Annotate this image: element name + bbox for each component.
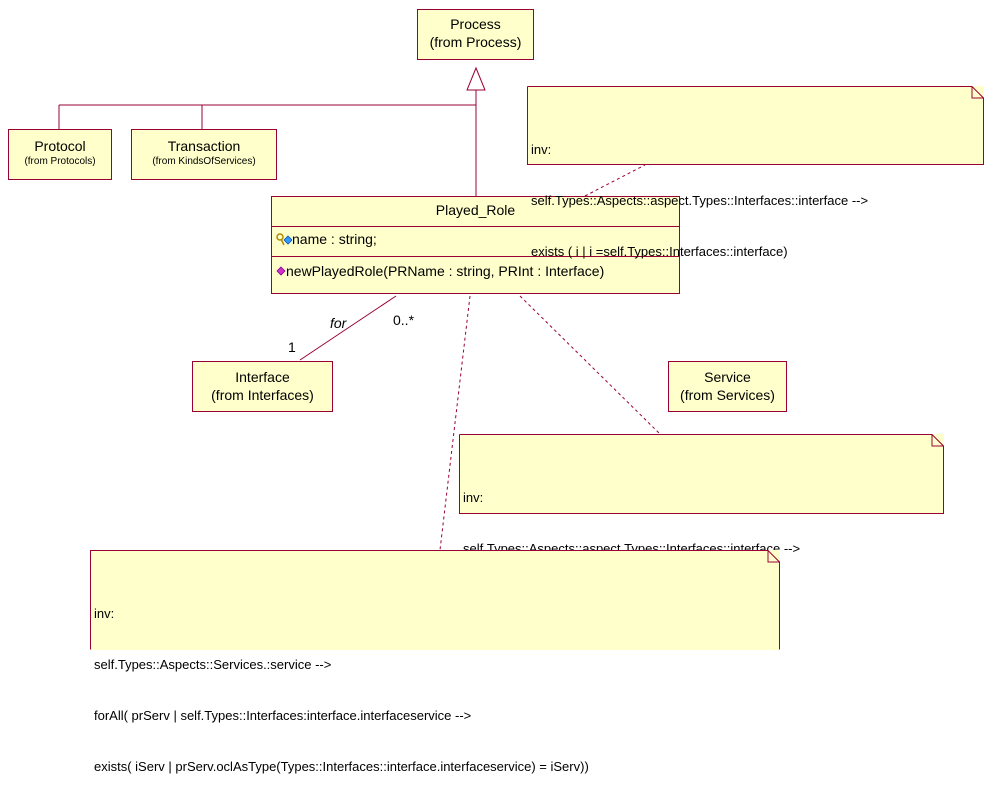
operation-compartment: newPlayedRole(PRName : string, PRInt : I…	[272, 256, 679, 281]
class-name: Played_Role	[435, 202, 516, 218]
class-package: (from Process)	[429, 33, 522, 50]
attribute-compartment: name : string;	[272, 226, 679, 249]
class-protocol[interactable]: Protocol (from Protocols)	[8, 129, 112, 180]
class-service[interactable]: Service (from Services)	[668, 361, 787, 412]
ocl-note-top[interactable]: inv: self.Types::Aspects::aspect.Types::…	[527, 86, 984, 259]
association-role-label: for	[330, 315, 347, 331]
operation-text: newPlayedRole(PRName : string, PRInt : I…	[286, 263, 605, 279]
association-line	[299, 295, 397, 361]
note-line: exists( iServ | prServ.oclAsType(Types::…	[94, 759, 589, 774]
class-name: Protocol	[34, 138, 86, 154]
class-name: Transaction	[167, 138, 241, 154]
ocl-note-middle[interactable]: inv: self.Types::Aspects::aspect.Types::…	[459, 434, 944, 607]
class-played-role[interactable]: Played_Role name : string; newPlayedRole…	[271, 196, 680, 294]
note-line: forAll( prServ | self.Types::Interfaces:…	[94, 708, 472, 723]
operation-row: newPlayedRole(PRName : string, PRInt : I…	[272, 257, 679, 281]
multiplicity-one: 1	[288, 339, 296, 355]
note-border	[527, 86, 984, 165]
note-border	[459, 434, 944, 514]
attribute-row: name : string;	[272, 227, 679, 249]
diagram-connectors	[58, 66, 661, 551]
class-transaction[interactable]: Transaction (from KindsOfServices)	[131, 129, 277, 180]
note-line: inv:	[94, 606, 115, 621]
class-name: Service	[704, 369, 751, 385]
attribute-text: name : string;	[292, 231, 377, 247]
class-package: (from KindsOfServices)	[152, 155, 256, 167]
ocl-note-bottom[interactable]: inv: self.Types::Aspects::Services.:serv…	[90, 550, 780, 774]
generalization-arrowhead	[466, 66, 486, 91]
class-package: (from Interfaces)	[211, 386, 314, 403]
key-attribute-icon	[276, 233, 292, 246]
class-name: Process	[450, 16, 501, 32]
note-line: self.Types::Aspects::Services.:service -…	[94, 657, 332, 672]
note-line: inv:	[531, 142, 552, 157]
class-package: (from Protocols)	[24, 155, 96, 167]
class-package: (from Services)	[680, 386, 775, 403]
note-anchor-top	[584, 164, 646, 197]
class-interface[interactable]: Interface (from Interfaces)	[192, 361, 333, 412]
operation-icon	[276, 266, 286, 276]
note-line: self.Types::Aspects::aspect.Types::Inter…	[531, 193, 869, 208]
class-name: Interface	[235, 369, 290, 385]
note-anchor-middle	[519, 295, 661, 435]
note-border	[90, 550, 780, 650]
note-line: exists ( i | i =self.Types::Interfaces::…	[531, 244, 788, 259]
class-process[interactable]: Process (from Process)	[417, 9, 534, 60]
multiplicity-many: 0..*	[393, 312, 415, 328]
note-line: inv:	[463, 490, 484, 505]
note-anchor-bottom	[439, 295, 471, 551]
